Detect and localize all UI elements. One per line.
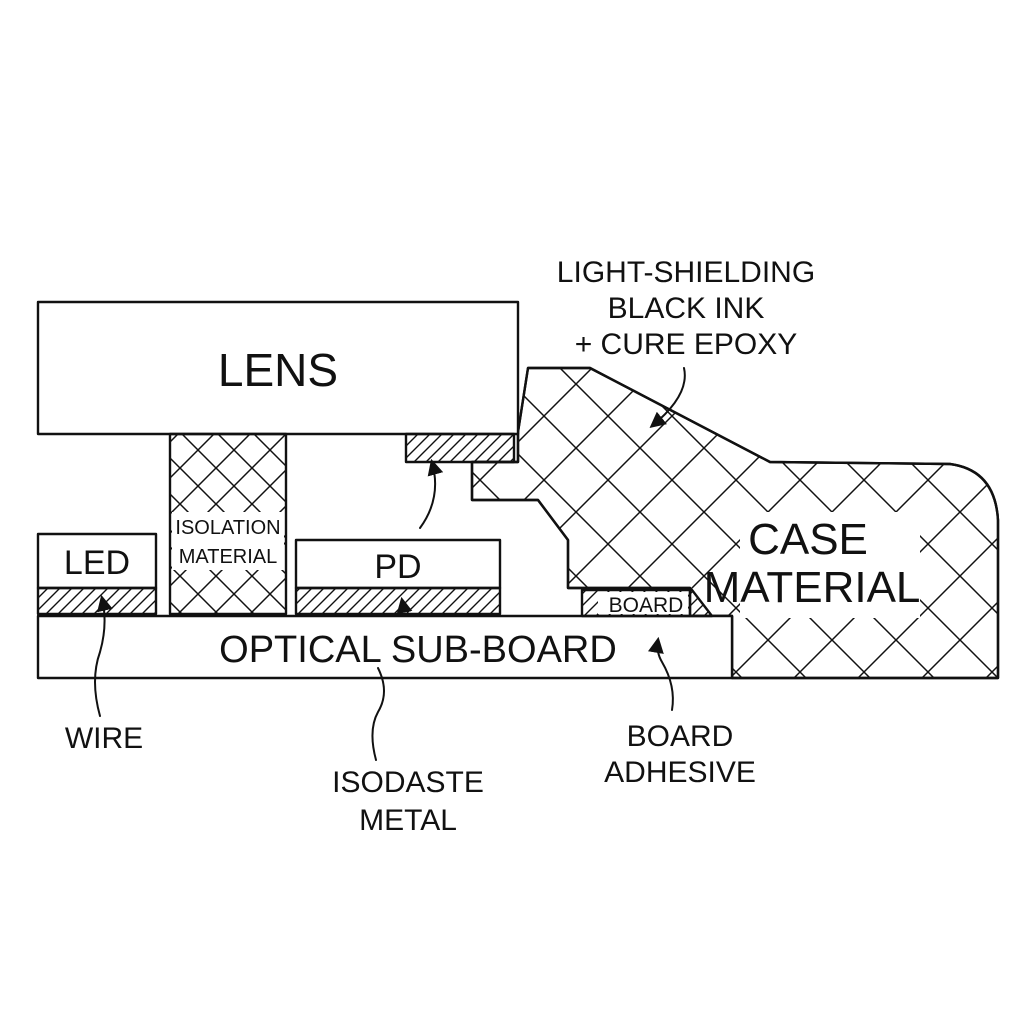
isolation-material-label-line1: ISOLATION — [175, 517, 280, 539]
isodaste-metal-label-line1: ISODASTE — [332, 766, 484, 799]
callout-board-adhesive: BOARD ADHESIVE — [604, 636, 756, 789]
case-material-region: CASE MATERIAL — [470, 366, 1000, 680]
light-shielding-ink-patch — [404, 432, 516, 464]
pd-attach-leader — [396, 596, 413, 615]
led-label: LED — [64, 544, 130, 582]
light-shielding-label-line1: LIGHT-SHIELDING — [557, 256, 815, 289]
optical-sub-board-label: OPTICAL SUB-BOARD — [219, 629, 617, 671]
optical-sub-board-shape — [36, 614, 734, 680]
isolation-label-backdrop — [172, 512, 284, 570]
led: LED — [36, 532, 158, 616]
wire-label: WIRE — [65, 722, 143, 755]
ink-patch-leader — [419, 458, 444, 529]
lens-label: LENS — [218, 344, 338, 396]
light-shielding-label-line3: + CURE EPOXY — [575, 328, 798, 361]
board-adhesive-leader — [648, 636, 674, 711]
case-material-label-line2: MATERIAL — [704, 563, 921, 612]
optical-sub-board: OPTICAL SUB-BOARD — [36, 614, 734, 680]
case-label-backdrop — [740, 512, 920, 618]
pd-die-attach — [294, 586, 502, 616]
board-adhesive-label-line1: BOARD — [627, 720, 734, 753]
case-material-outline — [470, 366, 1000, 680]
led-die-attach — [36, 586, 158, 616]
pd-label: PD — [374, 548, 421, 586]
board: BOARD — [580, 588, 714, 618]
photodiode: PD — [294, 538, 502, 616]
callout-wire: WIRE — [65, 594, 143, 755]
lens: LENS — [36, 300, 520, 436]
case-material-label-line1: CASE — [748, 515, 868, 564]
board-label-backdrop — [598, 592, 688, 614]
isodaste-metal-leader — [371, 667, 385, 761]
light-shielding-label-line2: BLACK INK — [608, 292, 765, 325]
isolation-material: ISOLATION MATERIAL — [168, 432, 288, 616]
callout-light-shielding: LIGHT-SHIELDING BLACK INK + CURE EPOXY — [557, 256, 815, 429]
isolation-material-label-line2: MATERIAL — [179, 546, 278, 568]
board-adhesive-label-line2: ADHESIVE — [604, 756, 756, 789]
callout-isodaste-metal: ISODASTE METAL — [332, 596, 484, 837]
board-label: BOARD — [609, 594, 684, 617]
light-shielding-leader — [649, 367, 686, 429]
lens-shape — [36, 300, 520, 436]
wire-leader — [94, 594, 113, 717]
isodaste-metal-label-line2: METAL — [359, 804, 457, 837]
